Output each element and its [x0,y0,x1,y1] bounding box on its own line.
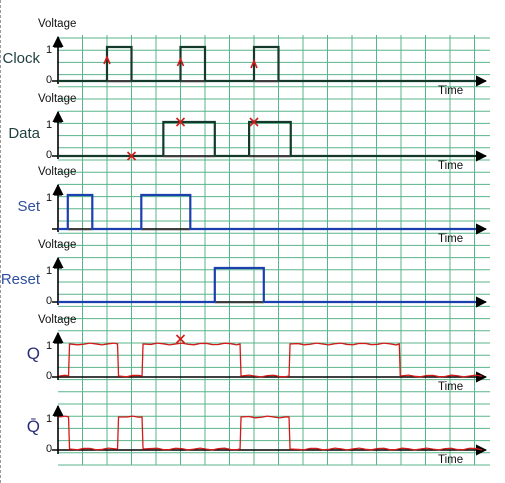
signal-label: Q [27,344,40,363]
signal-trace [58,193,476,231]
y-axis-label: Voltage [38,314,76,326]
sample-cross [249,117,259,127]
tick-label-low: 0 [46,295,52,307]
x-axis-label: Time [438,85,463,97]
tick-label-low: 0 [46,149,52,161]
x-axis-label: Time [438,454,463,466]
sample-cross [126,151,137,161]
tick-label-high: 1 [46,340,52,352]
x-axis-label: Time [438,381,463,393]
y-axis-label: Voltage [38,18,76,30]
panel-reset: Voltage 1 0 Reset [1,239,488,308]
tick-label-high: 1 [46,44,52,56]
x-axis-label: Time [438,233,463,245]
signal-label: Q̄ [27,417,40,436]
signal-trace [58,266,476,304]
tick-label-high: 1 [46,413,52,425]
tick-label-low: 0 [46,74,52,86]
y-axis-label: Voltage [38,93,76,105]
grid [58,35,490,466]
y-axis-label: Voltage [38,239,76,251]
signal-label: Data [8,125,40,142]
handdrawn-marks [103,54,259,344]
rising-edge-arrow [103,54,111,65]
signal-label: Clock [2,50,40,67]
signal-trace [58,120,476,158]
rising-edge-arrow [250,58,258,69]
signal-trace [58,45,476,83]
tick-label-high: 1 [46,119,52,131]
x-axis-label: Time [438,160,463,172]
sample-cross [175,334,186,344]
tick-label-high: 1 [46,265,52,277]
signal-label: Reset [1,271,41,288]
tick-label-low: 0 [46,443,52,455]
rising-edge-arrow [176,56,185,67]
panel-qbar: Time 1 0 Q̄ [27,404,488,466]
y-axis-label: Voltage [38,166,76,178]
panels: VoltageTime10ClockVoltageTime10DataVolta… [1,18,488,466]
page-left-edge [0,0,3,483]
tick-label-high: 1 [46,192,52,204]
signal-label: Set [17,198,40,215]
handdrawn-trace [59,415,482,451]
handdrawn-trace [59,342,482,378]
sample-cross [175,117,186,127]
tick-label-low: 0 [46,370,52,382]
